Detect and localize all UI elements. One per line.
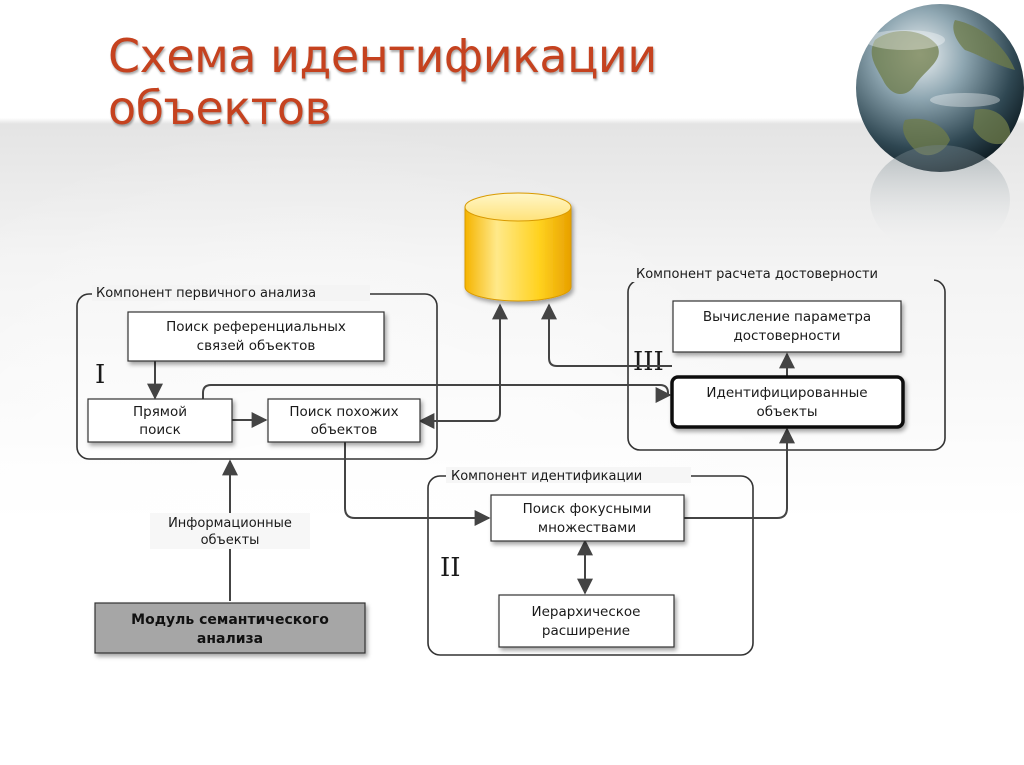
earth-globe-icon (845, 0, 1024, 260)
edge-identified-to-db (541, 303, 672, 367)
info-objects-label-2: объекты (201, 533, 260, 548)
numeral-iii: III (633, 347, 664, 377)
group-label-bg (92, 285, 370, 301)
title-line-2: объектов (108, 81, 332, 135)
group-label-bg (632, 266, 934, 282)
box-similar-search-line2: объектов (311, 422, 378, 438)
edge-similar-to-focus (344, 441, 491, 526)
slide-title: Схема идентификации объектов (108, 30, 748, 134)
info-objects-label-1: Информационные (168, 516, 292, 531)
numeral-i: I (95, 360, 105, 390)
edge-label-bg (150, 513, 310, 549)
box-identified-line2: объекты (756, 404, 817, 420)
box-similar-search: Поиск похожих объектов (267, 398, 421, 443)
box-focus-search-line1: Поиск фокусными (523, 501, 652, 517)
reliability-group-label: Компонент расчета достоверности (636, 267, 878, 282)
box-semantic-module: Модуль семантического анализа (94, 602, 366, 654)
edge-focus-to-identified (684, 427, 795, 519)
box-focus-search-line2: множествами (538, 520, 636, 536)
box-reliability-calc: Вычисление параметра достоверности (672, 300, 902, 353)
box-focus-search: Поиск фокусными множествами (490, 494, 685, 542)
box-identified-line1: Идентифицированные (706, 385, 867, 401)
primary-group-label: Компонент первичного анализа (96, 286, 316, 301)
numeral-ii: II (440, 553, 461, 583)
group-label-bg (446, 467, 691, 483)
box-direct-search-line2: поиск (139, 422, 180, 438)
box-semantic-line2: анализа (197, 631, 263, 647)
box-ref-search-line1: Поиск референциальных (166, 319, 346, 335)
identification-group-label: Компонент идентификации (451, 469, 642, 484)
box-ref-search: Поиск референциальных связей объектов (127, 311, 385, 362)
edge-direct-to-identified (202, 384, 672, 403)
edge-similar-db (418, 303, 508, 429)
box-reliability-calc-line2: достоверности (733, 328, 840, 344)
box-ref-search-line2: связей объектов (197, 338, 316, 354)
box-hier-line2: расширение (542, 623, 630, 639)
box-similar-search-line1: Поиск похожих (289, 404, 398, 420)
box-identified-objects: Идентифицированные объекты (670, 375, 905, 429)
title-line-1: Схема идентификации (108, 29, 657, 83)
box-semantic-line1: Модуль семантического (131, 612, 329, 628)
database-cylinder-icon (464, 192, 572, 302)
box-reliability-calc-line1: Вычисление параметра (703, 309, 871, 325)
box-direct-search: Прямой поиск (87, 398, 233, 443)
box-hier-line1: Иерархическое (531, 604, 640, 620)
box-hierarchical-expansion: Иерархическое расширение (498, 594, 675, 648)
box-direct-search-line1: Прямой (133, 404, 187, 420)
